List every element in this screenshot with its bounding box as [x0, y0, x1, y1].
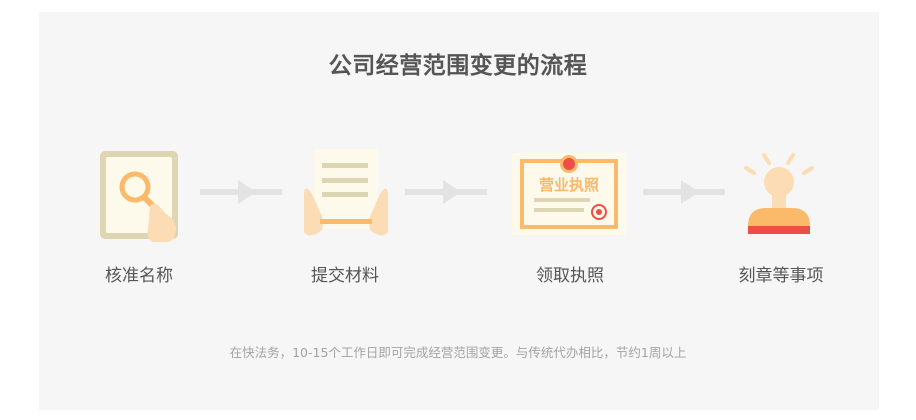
- step-label: 提交材料: [311, 266, 379, 286]
- business-license-icon: 营业执照: [495, 146, 645, 242]
- license-badge-text: 营业执照: [539, 176, 599, 194]
- hands-holding-document-icon: [270, 146, 420, 242]
- arrow-right-icon: [405, 180, 487, 214]
- step-label: 核准名称: [105, 266, 173, 286]
- page-title: 公司经营范围变更的流程: [328, 53, 588, 79]
- arrow-right-icon: [643, 180, 725, 214]
- step-label: 领取执照: [536, 266, 604, 286]
- stamp-icon: [706, 146, 856, 242]
- arrow-right-icon: [200, 180, 282, 214]
- step-label: 刻章等事项: [738, 266, 824, 286]
- magnifier-document-icon: [64, 146, 214, 243]
- footnote: 在快法务，10-15个工作日即可完成经营范围变更。与传统代办相比，节约1周以上: [229, 345, 687, 360]
- flow-panel: [39, 12, 879, 410]
